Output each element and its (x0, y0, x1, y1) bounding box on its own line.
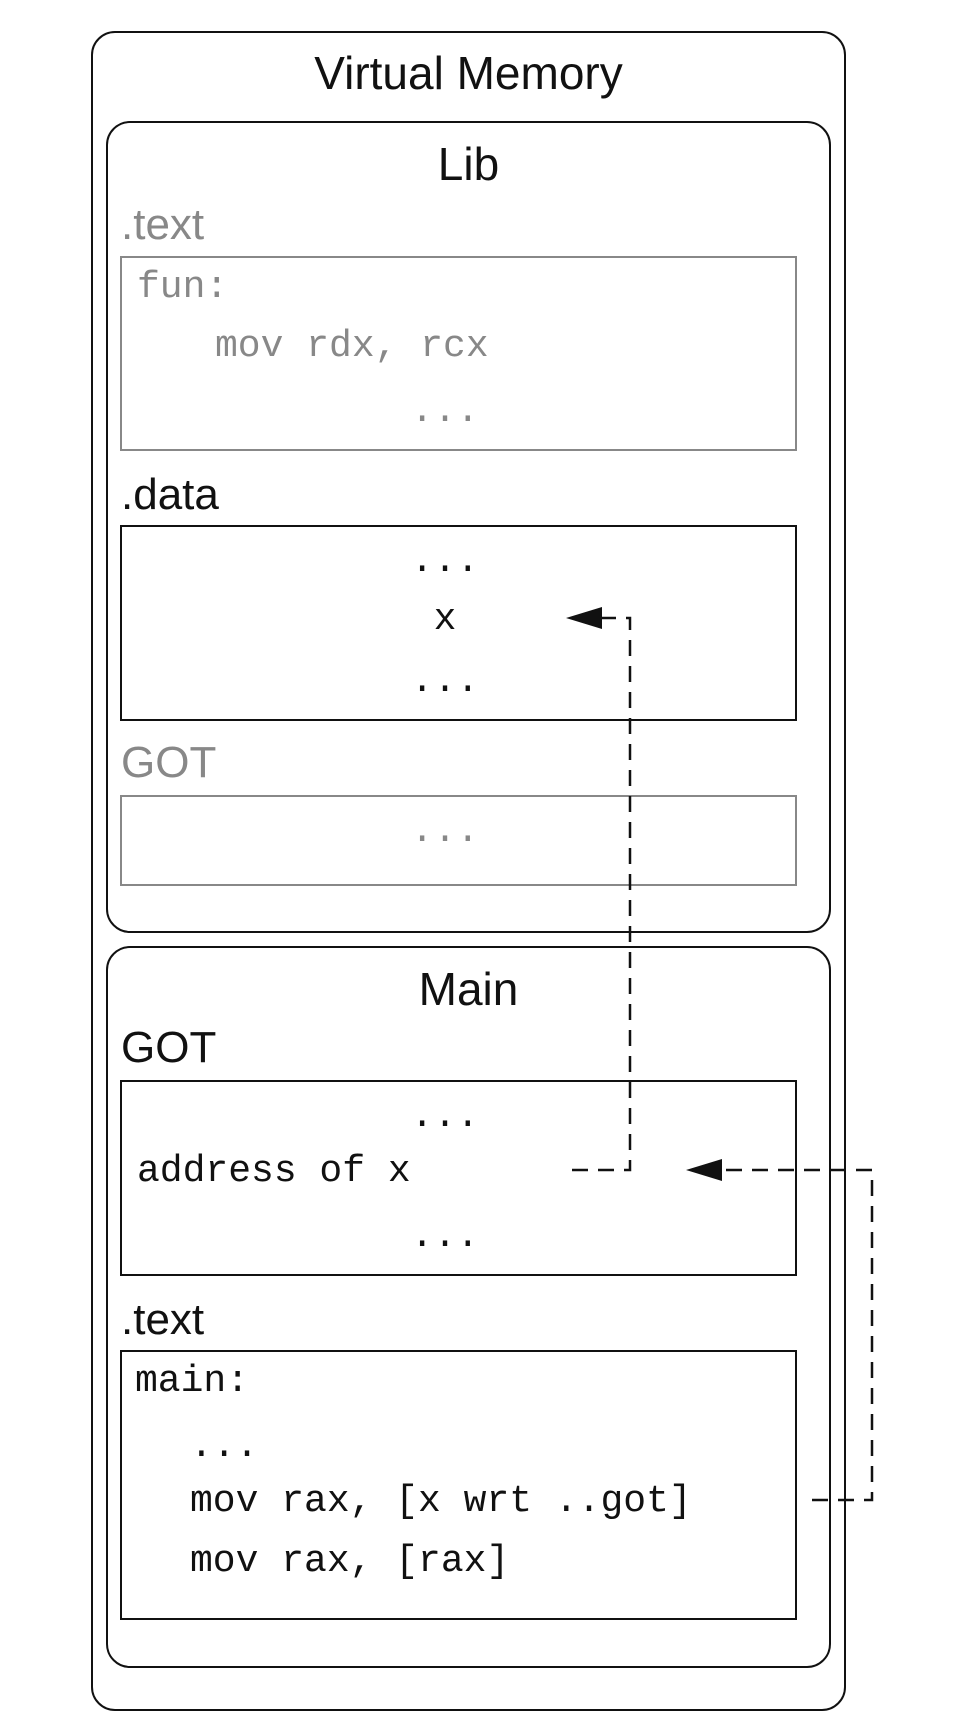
main-text-label: .text (121, 1295, 205, 1344)
main-text-line-ellipsis: ... (190, 1425, 259, 1468)
lib-container (106, 121, 831, 933)
lib-got-label: GOT (121, 738, 217, 787)
lib-text-line-fun: fun: (137, 266, 229, 309)
main-got-label: GOT (121, 1023, 217, 1072)
lib-got-section (120, 795, 797, 886)
lib-data-section (120, 525, 797, 721)
main-title: Main (418, 963, 519, 1015)
virtual-memory-container (91, 31, 846, 1711)
main-got-line-address-of-x: address of x (137, 1150, 411, 1193)
lib-data-line-ellipsis-top: ... (410, 540, 480, 583)
lib-data-line-ellipsis-bottom: ... (410, 660, 480, 703)
got-to-x-arrow-path (572, 616, 632, 1172)
main-text-line-mov-rax: mov rax, [rax] (190, 1540, 510, 1583)
main-text-line-main: main: (135, 1360, 250, 1403)
main-got-line-ellipsis-top: ... (410, 1095, 480, 1138)
lib-data-line-x: x (433, 598, 457, 641)
lib-text-line-mov: mov rdx, rcx (215, 325, 489, 368)
main-text-section (120, 1350, 797, 1620)
lib-text-label: .text (121, 200, 205, 249)
virtual-memory-title: Virtual Memory (314, 47, 623, 99)
main-container (106, 946, 831, 1668)
lib-title: Lib (437, 138, 500, 190)
text-to-got-arrow-path (722, 1168, 874, 1502)
lib-data-label: .data (121, 470, 219, 519)
lib-text-line-ellipsis: ... (410, 390, 480, 433)
lib-got-line-ellipsis: ... (410, 810, 480, 853)
main-got-section (120, 1080, 797, 1276)
main-text-line-mov-got: mov rax, [x wrt ..got] (190, 1480, 692, 1523)
got-to-x-arrow-head (566, 607, 602, 629)
lib-text-section (120, 256, 797, 451)
main-got-line-ellipsis-bottom: ... (410, 1215, 480, 1258)
text-to-got-arrow-head (686, 1159, 722, 1181)
